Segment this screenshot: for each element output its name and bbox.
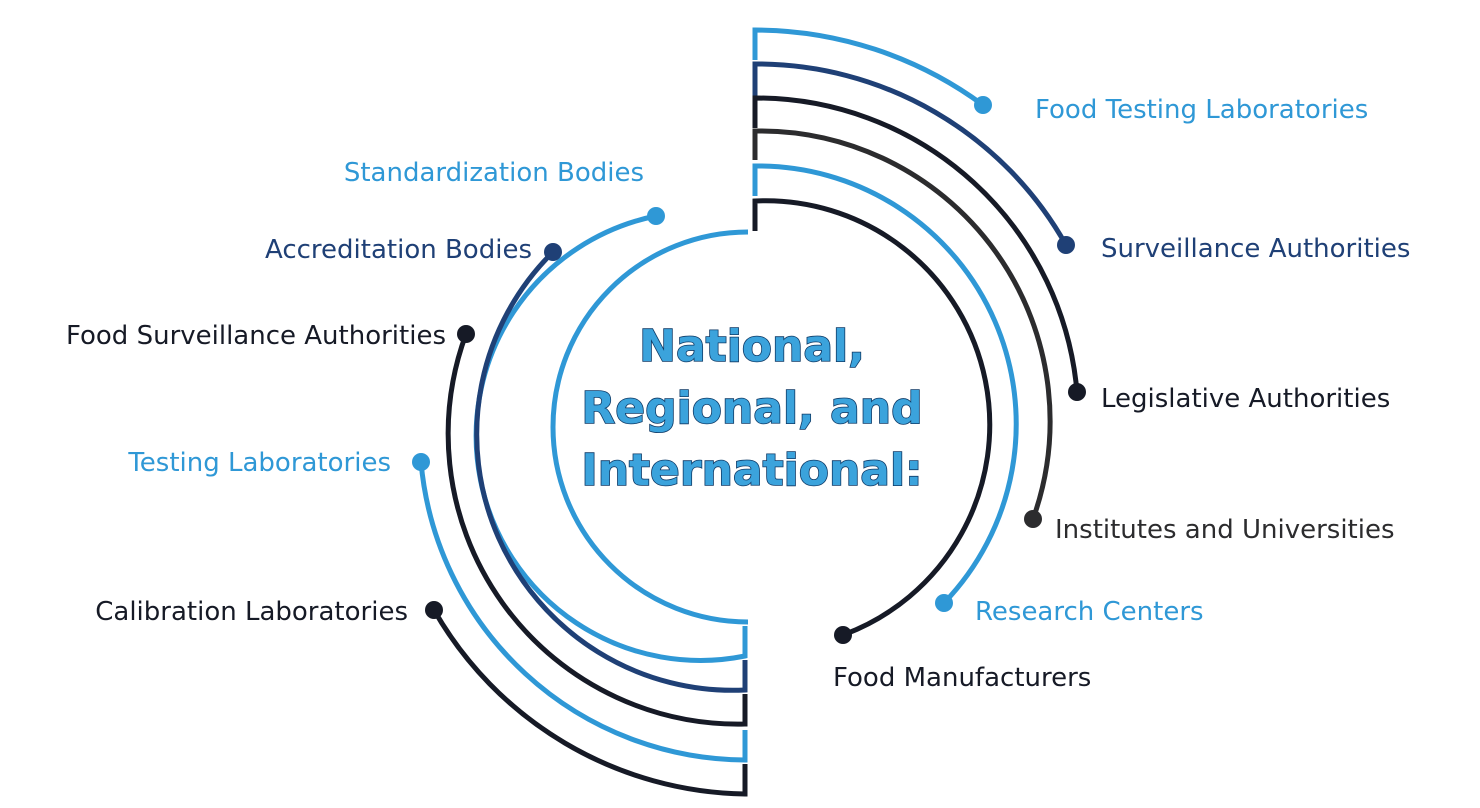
arc-legislative-authorities (752, 95, 1080, 393)
dot-food-testing-laboratories (974, 96, 992, 114)
arc-institutes-and-universities (752, 128, 1053, 520)
arc-standardization-bodies (473, 213, 748, 663)
dot-calibration-laboratories (425, 601, 443, 619)
dot-legislative-authorities (1068, 383, 1086, 401)
label-food-surveillance-authorities: Food Surveillance Authorities (66, 321, 446, 351)
center-title-line-2: Regional, and (581, 383, 922, 434)
label-food-manufacturers: Food Manufacturers (833, 663, 1091, 693)
arc-surveillance-authorities (752, 61, 1069, 247)
arc-food-manufacturers (752, 198, 993, 638)
dot-research-centers (935, 594, 953, 612)
dot-food-manufacturers (834, 626, 852, 644)
label-research-centers: Research Centers (975, 597, 1204, 627)
arc-accreditation-bodies (474, 250, 748, 693)
center-ring (550, 229, 749, 625)
dot-standardization-bodies (647, 207, 665, 225)
dot-food-surveillance-authorities (457, 325, 475, 343)
dot-institutes-and-universities (1024, 510, 1042, 528)
label-standardization-bodies: Standardization Bodies (344, 158, 644, 188)
label-testing-laboratories: Testing Laboratories (127, 448, 391, 478)
dot-testing-laboratories (412, 453, 430, 471)
arc-food-surveillance-authorities (445, 333, 748, 727)
dot-accreditation-bodies (544, 243, 562, 261)
label-institutes-and-universities: Institutes and Universities (1055, 515, 1395, 545)
label-calibration-laboratories: Calibration Laboratories (95, 597, 408, 627)
label-food-testing-laboratories: Food Testing Laboratories (1035, 95, 1368, 125)
arc-food-testing-laboratories (752, 27, 985, 108)
arc-calibration-laboratories (431, 608, 748, 797)
label-legislative-authorities: Legislative Authorities (1101, 384, 1390, 414)
center-title-line-1: National, (639, 321, 865, 372)
label-accreditation-bodies: Accreditation Bodies (265, 235, 532, 265)
center-title-line-3: International: (581, 445, 922, 496)
arc-research-centers (752, 163, 1019, 605)
arc-testing-laboratories (418, 461, 748, 763)
dot-surveillance-authorities (1057, 236, 1075, 254)
label-surveillance-authorities: Surveillance Authorities (1101, 234, 1410, 264)
